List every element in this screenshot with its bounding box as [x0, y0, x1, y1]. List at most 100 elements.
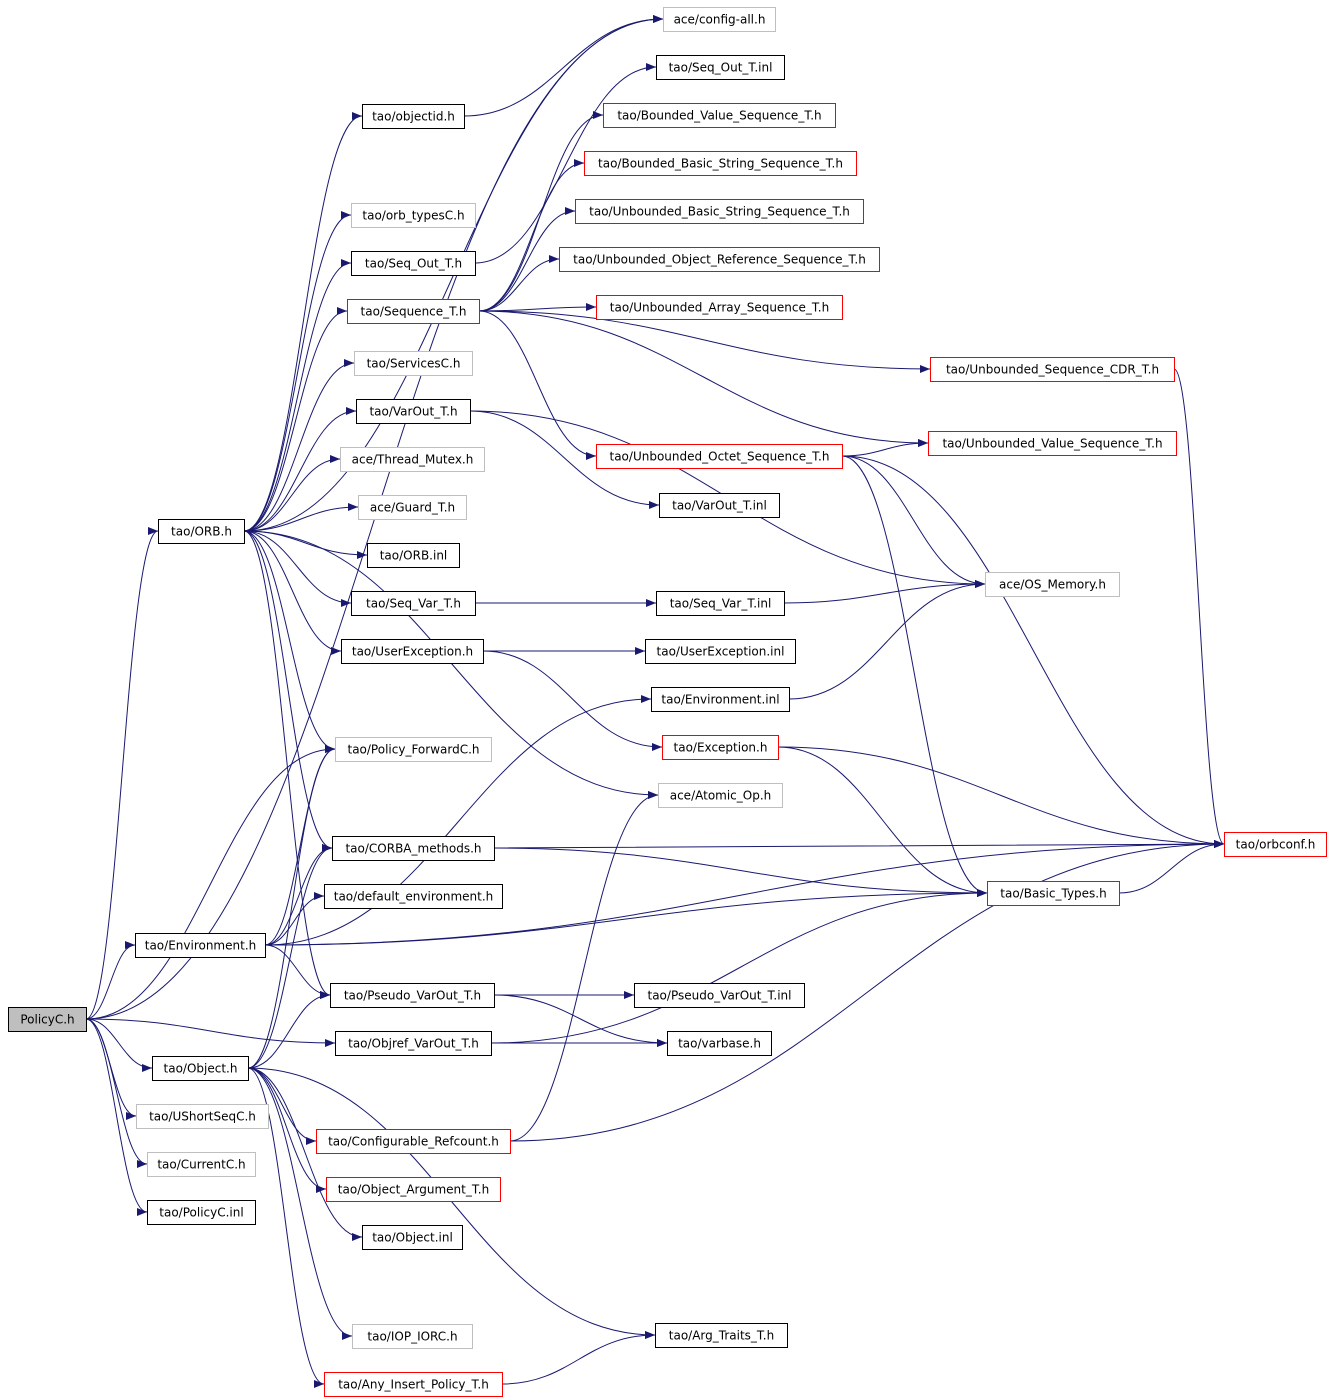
node-tao_varbase_h[interactable]: tao/varbase.h: [667, 1031, 772, 1056]
node-box[interactable]: [135, 933, 266, 958]
node-box[interactable]: [335, 1031, 492, 1056]
node-tao_orb_h[interactable]: tao/ORB.h: [158, 519, 245, 544]
node-tao_environment_h[interactable]: tao/Environment.h: [135, 933, 266, 958]
node-tao_unbounded_octet_sequence_t_h[interactable]: tao/Unbounded_Octet_Sequence_T.h: [596, 444, 843, 469]
node-tao_iop_iorc_h[interactable]: tao/IOP_IORC.h: [352, 1324, 473, 1349]
node-tao_default_environment_h[interactable]: tao/default_environment.h: [324, 884, 503, 909]
node-box[interactable]: [634, 983, 805, 1008]
node-tao_arg_traits_t_h[interactable]: tao/Arg_Traits_T.h: [655, 1323, 788, 1348]
node-box[interactable]: [326, 1177, 501, 1202]
node-tao_seq_out_t_h[interactable]: tao/Seq_Out_T.h: [351, 251, 476, 276]
node-tao_orbconf_h[interactable]: tao/orbconf.h: [1224, 832, 1327, 857]
node-box[interactable]: [651, 687, 790, 712]
node-box[interactable]: [147, 1152, 256, 1177]
node-box[interactable]: [645, 639, 796, 664]
node-tao_object_argument_t_h[interactable]: tao/Object_Argument_T.h: [326, 1177, 501, 1202]
node-tao_unbounded_basic_string_sequence_t_h[interactable]: tao/Unbounded_Basic_String_Sequence_T.h: [575, 199, 864, 224]
node-box[interactable]: [362, 1225, 463, 1250]
node-tao_bounded_value_sequence_t_h[interactable]: tao/Bounded_Value_Sequence_T.h: [603, 103, 836, 128]
node-tao_environment_inl[interactable]: tao/Environment.inl: [651, 687, 790, 712]
node-tao_bounded_basic_string_sequence_t_h[interactable]: tao/Bounded_Basic_String_Sequence_T.h: [584, 151, 857, 176]
node-ace_atomic_op_h[interactable]: ace/Atomic_Op.h: [658, 783, 783, 808]
node-tao_any_insert_policy_t_h[interactable]: tao/Any_Insert_Policy_T.h: [324, 1372, 503, 1397]
node-box[interactable]: [658, 783, 783, 808]
node-tao_objectid_h[interactable]: tao/objectid.h: [362, 104, 465, 129]
node-box[interactable]: [158, 519, 245, 544]
node-box[interactable]: [347, 299, 480, 324]
node-box[interactable]: [663, 7, 776, 32]
node-tao_unbounded_array_sequence_t_h[interactable]: tao/Unbounded_Array_Sequence_T.h: [596, 295, 843, 320]
node-tao_configurable_refcount_h[interactable]: tao/Configurable_Refcount.h: [316, 1129, 511, 1154]
node-box[interactable]: [136, 1104, 269, 1129]
node-tao_userexception_inl[interactable]: tao/UserException.inl: [645, 639, 796, 664]
node-tao_policy_forwardc_h[interactable]: tao/Policy_ForwardC.h: [335, 737, 492, 762]
node-box[interactable]: [667, 1031, 772, 1056]
node-box[interactable]: [655, 1323, 788, 1348]
node-tao_ushortseqc_h[interactable]: tao/UShortSeqC.h: [136, 1104, 269, 1129]
node-box[interactable]: [596, 444, 843, 469]
node-tao_seq_out_t_inl[interactable]: tao/Seq_Out_T.inl: [656, 55, 785, 80]
node-ace_guard_t_h[interactable]: ace/Guard_T.h: [358, 495, 467, 520]
node-tao_objref_varout_t_h[interactable]: tao/Objref_VarOut_T.h: [335, 1031, 492, 1056]
node-tao_orb_inl[interactable]: tao/ORB.inl: [367, 543, 460, 568]
node-box[interactable]: [324, 1372, 503, 1397]
node-box[interactable]: [928, 431, 1177, 456]
node-box[interactable]: [316, 1129, 511, 1154]
node-tao_pseudo_varout_t_h[interactable]: tao/Pseudo_VarOut_T.h: [330, 983, 495, 1008]
node-box[interactable]: [559, 247, 880, 272]
node-tao_unbounded_object_reference_sequence_t_h[interactable]: tao/Unbounded_Object_Reference_Sequence_…: [559, 247, 880, 272]
node-box[interactable]: [358, 495, 467, 520]
node-box[interactable]: [341, 639, 484, 664]
node-box[interactable]: [351, 251, 476, 276]
node-box[interactable]: [367, 543, 460, 568]
node-box[interactable]: [351, 591, 476, 616]
node-tao_orb_typesc_h[interactable]: tao/orb_typesC.h: [351, 203, 476, 228]
node-tao_unbounded_value_sequence_t_h[interactable]: tao/Unbounded_Value_Sequence_T.h: [928, 431, 1177, 456]
node-ace_config_all_h[interactable]: ace/config-all.h: [663, 7, 776, 32]
node-box[interactable]: [356, 399, 471, 424]
node-box[interactable]: [656, 591, 785, 616]
node-box[interactable]: [352, 1324, 473, 1349]
node-tao_corba_methods_h[interactable]: tao/CORBA_methods.h: [332, 836, 495, 861]
node-box[interactable]: [584, 151, 857, 176]
node-tao_pseudo_varout_t_inl[interactable]: tao/Pseudo_VarOut_T.inl: [634, 983, 805, 1008]
node-tao_unbounded_sequence_cdr_t_h[interactable]: tao/Unbounded_Sequence_CDR_T.h: [930, 357, 1175, 382]
node-tao_seq_var_t_inl[interactable]: tao/Seq_Var_T.inl: [656, 591, 785, 616]
node-box[interactable]: [332, 836, 495, 861]
node-box[interactable]: [603, 103, 836, 128]
node-box[interactable]: [575, 199, 864, 224]
node-box[interactable]: [987, 881, 1120, 906]
node-box[interactable]: [152, 1056, 249, 1081]
node-box[interactable]: [656, 55, 785, 80]
node-box[interactable]: [659, 493, 780, 518]
node-tao_policyc_inl[interactable]: tao/PolicyC.inl: [147, 1200, 256, 1225]
node-tao_object_inl[interactable]: tao/Object.inl: [362, 1225, 463, 1250]
node-box[interactable]: [330, 983, 495, 1008]
node-tao_sequence_t_h[interactable]: tao/Sequence_T.h: [347, 299, 480, 324]
node-tao_varout_t_h[interactable]: tao/VarOut_T.h: [356, 399, 471, 424]
node-box[interactable]: [147, 1200, 256, 1225]
node-tao_servicesc_h[interactable]: tao/ServicesC.h: [354, 351, 473, 376]
node-box[interactable]: [596, 295, 843, 320]
node-tao_seq_var_t_h[interactable]: tao/Seq_Var_T.h: [351, 591, 476, 616]
node-box[interactable]: [340, 447, 485, 472]
node-box[interactable]: [985, 572, 1120, 597]
node-box[interactable]: [8, 1007, 87, 1032]
node-ace_thread_mutex_h[interactable]: ace/Thread_Mutex.h: [340, 447, 485, 472]
node-policyc_h[interactable]: PolicyC.h: [8, 1007, 87, 1032]
node-box[interactable]: [354, 351, 473, 376]
node-ace_os_memory_h[interactable]: ace/OS_Memory.h: [985, 572, 1120, 597]
node-tao_userexception_h[interactable]: tao/UserException.h: [341, 639, 484, 664]
node-tao_exception_h[interactable]: tao/Exception.h: [662, 735, 779, 760]
node-box[interactable]: [351, 203, 476, 228]
node-tao_object_h[interactable]: tao/Object.h: [152, 1056, 249, 1081]
node-tao_basic_types_h[interactable]: tao/Basic_Types.h: [987, 881, 1120, 906]
node-box[interactable]: [362, 104, 465, 129]
node-box[interactable]: [1224, 832, 1327, 857]
node-box[interactable]: [324, 884, 503, 909]
node-box[interactable]: [930, 357, 1175, 382]
node-tao_varout_t_inl[interactable]: tao/VarOut_T.inl: [659, 493, 780, 518]
node-tao_currentc_h[interactable]: tao/CurrentC.h: [147, 1152, 256, 1177]
node-box[interactable]: [662, 735, 779, 760]
node-box[interactable]: [335, 737, 492, 762]
